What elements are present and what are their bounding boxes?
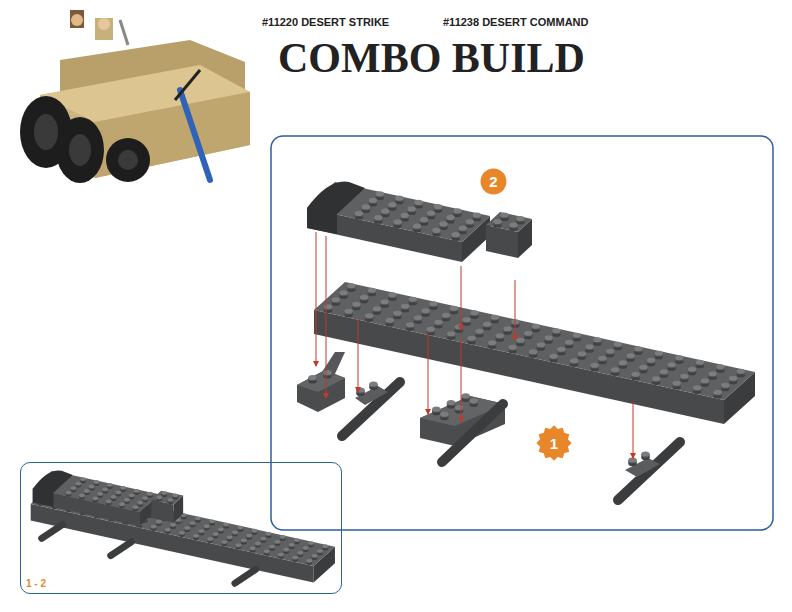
- callout-number: 1: [536, 425, 572, 461]
- inset-panel: 1 - 2: [20, 462, 342, 594]
- step-range: 1 - 2: [26, 579, 46, 589]
- assembled-parts: [31, 470, 335, 583]
- set-label: #11238 DESERT COMMAND: [443, 16, 589, 28]
- step-number: 2: [489, 174, 497, 189]
- small-parts: [297, 352, 680, 500]
- step-number: 1: [550, 436, 558, 451]
- placement-arrows: [316, 232, 633, 458]
- page-title: COMBO BUILD: [278, 34, 585, 82]
- callout-number: 2: [480, 168, 507, 195]
- set-label: #11220 DESERT STRIKE: [262, 16, 389, 28]
- step-panel: [271, 136, 773, 530]
- vehicle-picture: [20, 10, 250, 183]
- brick-parts: [307, 182, 755, 424]
